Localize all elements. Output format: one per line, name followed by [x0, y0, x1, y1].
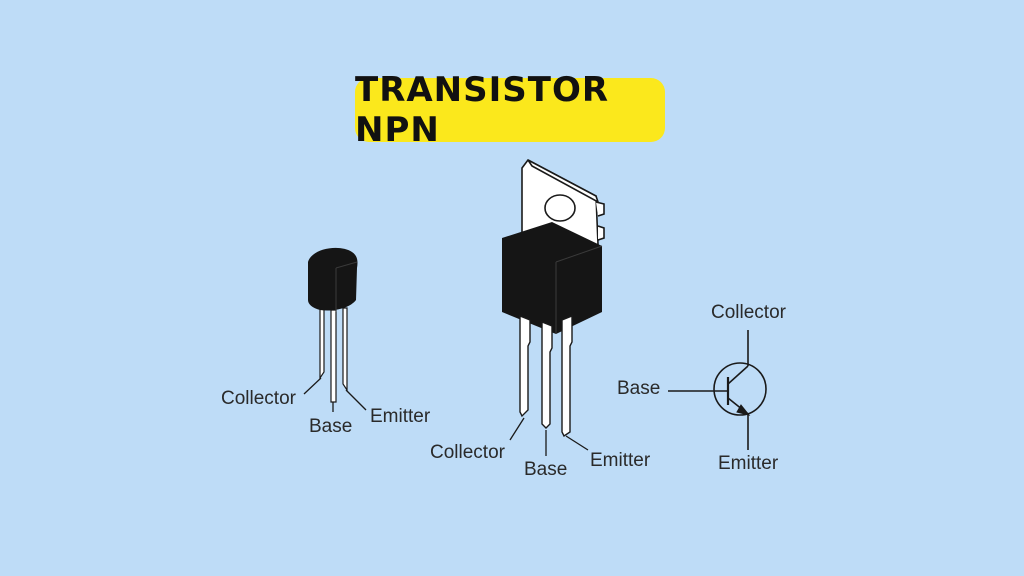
symbol-collector-diag	[727, 365, 749, 385]
to220-leads	[519, 314, 573, 438]
to220-emitter-pointer	[565, 435, 589, 451]
to92-leads	[319, 307, 348, 403]
to220-body	[502, 222, 603, 334]
to220-base-label: Base	[524, 459, 568, 480]
to92-transistor	[303, 247, 367, 412]
symbol-circle	[713, 362, 767, 416]
to92-body	[308, 247, 358, 312]
emitter-arrow-icon	[736, 404, 751, 416]
to92-collector-label: Collector	[221, 388, 296, 409]
to92-base-label: Base	[309, 416, 353, 437]
to92-emitter-pointer	[345, 389, 367, 411]
to220-collector-pointer	[509, 417, 525, 441]
symbol-emitter-label: Emitter	[718, 453, 779, 474]
page-title: TRANSISTOR NPN	[355, 70, 610, 150]
npn-symbol	[668, 330, 767, 450]
symbol-collector-label: Collector	[711, 302, 786, 323]
to220-emitter-label: Emitter	[590, 450, 651, 471]
to220-transistor	[502, 158, 605, 456]
to92-emitter-label: Emitter	[370, 406, 431, 427]
to220-collector-label: Collector	[430, 442, 505, 463]
symbol-base-label: Base	[617, 378, 661, 399]
title-badge: TRANSISTOR NPN	[355, 70, 665, 150]
mounting-hole	[544, 194, 576, 222]
to92-collector-pointer	[303, 377, 322, 395]
